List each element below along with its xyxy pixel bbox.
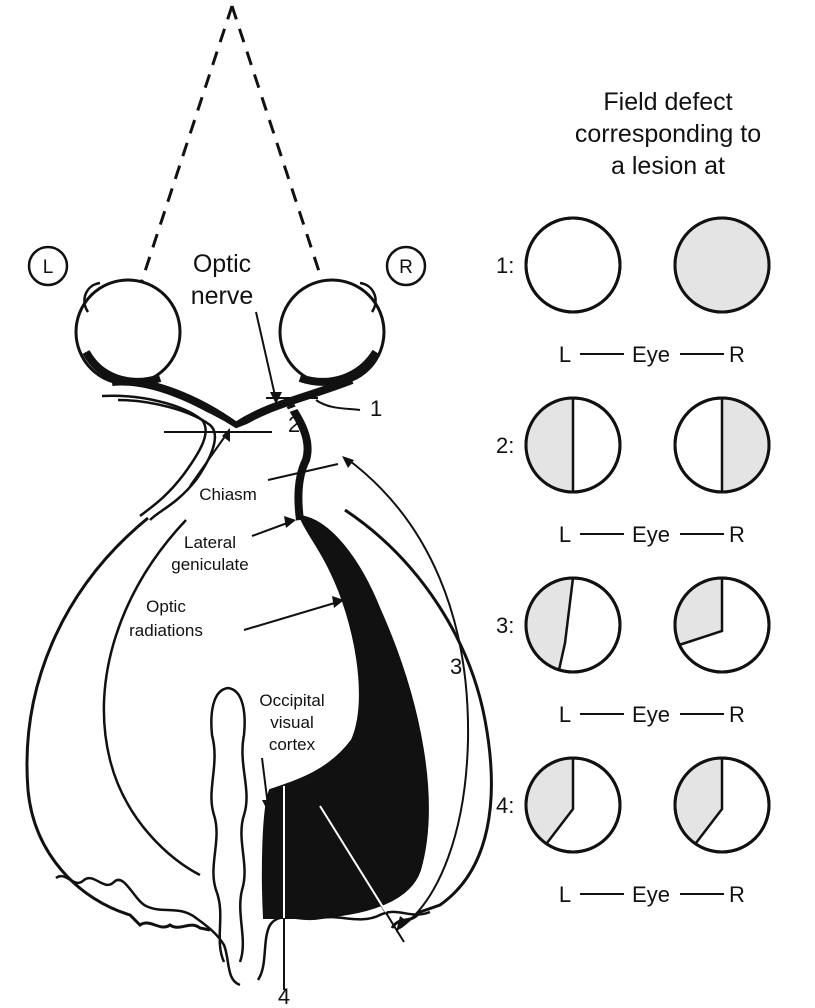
right-eye-badge: R [387,247,425,285]
lateral-geniculate-label-1: Lateral [184,533,236,552]
eye-row-right-1: R [729,342,745,367]
eye-row-left-2: L [559,522,571,547]
lateral-geniculate-arrowhead [284,516,296,528]
optic-radiations-label-1: Optic [146,597,186,616]
lesion-1-leader [316,400,360,410]
left-eye-badge-text: L [43,257,54,278]
chiasm-label: Chiasm [199,485,257,504]
interhemispheric-fissure [211,688,246,962]
occipital-label-1: Occipital [259,691,324,710]
right-eye-field-3 [675,578,769,672]
lateral-geniculate-label-2: geniculate [171,555,249,574]
left-eye-field-2 [526,398,620,492]
right-eye-field-2-shade [722,398,769,492]
left-eye-field-4 [526,758,620,852]
right-eyeball [280,280,384,384]
eye-row-word-4: Eye [632,882,670,907]
optic-nerve-pointer [256,312,276,400]
eye-row-word-2: Eye [632,522,670,547]
legend-title-2: corresponding to [575,120,761,148]
left-eye-field-1 [526,218,620,312]
occipital-label-2: visual [270,713,313,732]
optic-nerve-label-1: Optic [193,250,251,278]
optic-radiations-pointer [244,602,338,630]
eye-row-left-1: L [559,342,571,367]
eye-row-left-3: L [559,702,571,727]
eye-row-word-1: Eye [632,342,670,367]
row-key-1: 1: [496,253,514,278]
optic-radiations-label-2: radiations [129,621,203,640]
left-eye-field-3 [526,578,620,672]
occipital-label-3: cortex [269,735,316,754]
legend-title-3: a lesion at [611,152,725,180]
optic-nerve-label-2: nerve [191,282,254,310]
lesion-4-label: 4 [278,984,290,1008]
eye-row-right-4: R [729,882,745,907]
lesion-1-label: 1 [370,396,382,421]
left-eye-field-2-shade [526,398,573,492]
lesion-3-label: 3 [450,654,462,679]
field-defect-row-4: 4: L Eye R [496,758,769,907]
eye-row-right-2: R [729,522,745,547]
row-key-2: 2: [496,433,514,458]
row-key-4: 4: [496,793,514,818]
right-eye-field-4 [675,758,769,852]
lateral-geniculate-pointer [252,522,290,536]
right-eye-field-2 [675,398,769,492]
lesion-3-arrowhead-top [342,456,354,468]
legend-title-1: Field defect [603,88,732,116]
eye-row-right-3: R [729,702,745,727]
row-key-3: 3: [496,613,514,638]
eye-row-word-3: Eye [632,702,670,727]
field-defect-row-1: 1: L Eye R [496,218,769,367]
right-eye-badge-text: R [399,257,413,278]
lesion-2-label: 2 [288,412,300,437]
left-eyeball [76,280,180,384]
left-eye-badge: L [29,247,67,285]
eye-row-left-4: L [559,882,571,907]
occipital-pointer [262,758,268,806]
field-defect-row-2: 2: L Eye R [496,398,769,547]
field-defect-row-3: 3: L Eye R [496,578,769,727]
right-eye-field-1 [675,218,769,312]
